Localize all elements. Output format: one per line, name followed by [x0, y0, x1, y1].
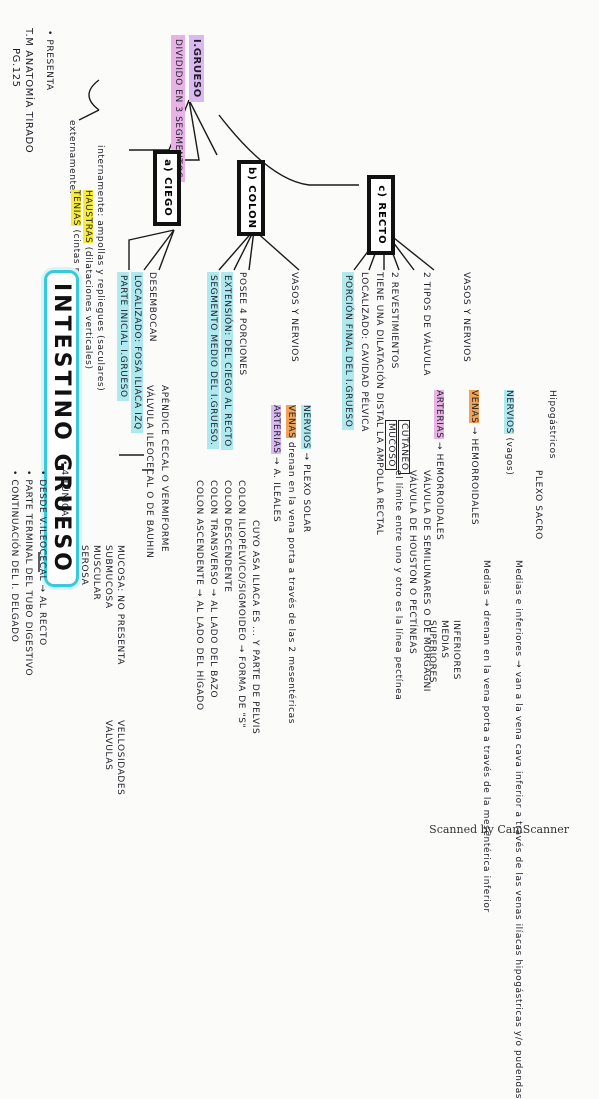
ciego-desembocan-2: APÉNDICE CECAL O VERMIFORME [159, 385, 169, 553]
colon-vasos: VASOS Y NERVIOS [289, 272, 299, 363]
colon-porcion-2: COLON TRANSVERSO → AL LADO DEL BAZO [208, 480, 218, 699]
recto-arterias-sub-1: SUPERIORES [427, 620, 437, 684]
ciego-desembocan-1: VÁLVULA ILEOCECAL O DE BAUHIN [144, 385, 154, 559]
recto-revest-desc: el límite entre uno y otro es la línea p… [393, 470, 403, 701]
colon-arterias: ARTERIAS [271, 405, 281, 454]
recto-venas-desc: HEMORROIDALES [469, 438, 479, 526]
colon-venas-desc: drenan en la vena porta a través de las … [286, 441, 296, 725]
tunica-1: SEROSA [79, 545, 89, 586]
internamente-label: internamente: ampollas y repliegues (sac… [95, 145, 105, 392]
recto-line-2: LOCALIZADO: CAVIDAD PÉLVICA [359, 272, 369, 432]
recto-line-5: 2 TIPOS DE VÁLVULA [421, 272, 431, 376]
recto-venas-row: VENAS → HEMORROIDALES [469, 390, 479, 526]
colon-nervios-desc: PLEXO SOLAR [301, 464, 311, 533]
colon-arterias-row: ARTERIAS → A. ILEALES [271, 405, 281, 523]
continuacion-2: • PARTE TERMINAL DEL TUBO DIGESTIVO [23, 470, 33, 677]
recto-nervios-row: NERVIOS (vagos) [504, 390, 514, 475]
haustras-desc: (dilataciones verticales) [83, 246, 93, 370]
division-heading: I.GRUESO [189, 35, 204, 102]
recto-arterias-desc: HEMORROIDALES [434, 453, 444, 541]
segment-ciego: a) CIEGO [153, 150, 181, 226]
recto-arterias: ARTERIAS [434, 390, 444, 439]
mucosa-no-1: VÁLVULAS [103, 720, 113, 771]
ciego-line-3: DESEMBOCAN [147, 272, 157, 343]
recto-venas: VENAS [469, 390, 479, 424]
colon-venas-row: VENAS drenan en la vena porta a través d… [286, 405, 296, 724]
colon-venas: VENAS [286, 405, 296, 439]
page-number: PG.125 [10, 48, 21, 88]
continuacion-3: • DESDE V.ILEOCECAL → AL RECTO [37, 470, 47, 646]
tunica-3: SUBMUCOSA [103, 545, 113, 609]
continuacion-1: • CONTINUACIÓN DEL I. DELGADO [9, 470, 19, 643]
recto-nervios-desc: (vagos) [504, 437, 514, 476]
colon-porcion-4: COLON ILIOPÉLVICO/SIGMOIDEO → FORMA DE "… [236, 480, 246, 729]
segment-colon: b) COLON [237, 160, 265, 236]
ciego-line-1: PARTE INICIAL I.GRUESO [117, 272, 129, 401]
recto-revest-1: MUCOSO [385, 420, 397, 471]
ciego-line-2: LOCALIZADO: FOSA ILIACA IZQ [131, 272, 143, 433]
haustras-label: HAUSTRAS [83, 190, 93, 244]
colon-porcion-1: COLON ASCENDENTE → AL LADO DEL HÍGADO [194, 480, 204, 711]
tenias-label: TENIAS [71, 190, 81, 227]
colon-nervios-row: NERVIOS → PLEXO SOLAR [301, 405, 311, 533]
mucosa-no-2: VELLOSIDADES [115, 720, 125, 796]
recto-valvula-1: VÁLVULA DE HOUSTON O PECTÍNEAS [407, 470, 417, 655]
notes-page: T.M ANATOMÍA TIRADO PG.125 I.GRUESO DIVI… [9, 28, 569, 1099]
haustras-row: HAUSTRAS (dilataciones verticales) [83, 190, 93, 370]
externamente-label: externamente: [67, 120, 77, 195]
recto-arterias-row: ARTERIAS → HEMORROIDALES [434, 390, 444, 541]
segment-recto: c) RECTO [367, 175, 395, 255]
recto-nervios-sub: Hipogástricos [547, 390, 557, 460]
colon-line-2: EXTENSIÓN: DEL CIEGO AL RECTO [221, 272, 233, 450]
colon-line-3: POSEE 4 PORCIONES [237, 272, 247, 376]
tunica-2: MUSCULAR [91, 545, 101, 601]
recto-line-3: TIENE UNA DILATACIÓN DISTAL LA AMPOLLA R… [374, 272, 384, 536]
recto-venas-sub-a: Medias → drenan en la vena porta a travé… [481, 560, 491, 913]
colon-porcion-3: COLON DESCENDENTE [222, 480, 232, 593]
rotated-mindmap: T.M ANATOMÍA TIRADO PG.125 I.GRUESO DIVI… [9, 28, 557, 1099]
recto-line-1: PORCIÓN FINAL DEL I.GRUESO [342, 272, 354, 431]
recto-revest-2: CUTÁNEO [398, 420, 410, 474]
recto-nervios: NERVIOS [504, 390, 514, 434]
colon-porcion-5: CUYO ASA ILIACA ES ... Y PARTE DE PELVIS [250, 520, 260, 735]
page-title: INTESTINO GRUESO [44, 270, 79, 587]
colon-arterias-desc: A. ILEALES [271, 468, 281, 523]
tunicas-label: • 4 TÚNICAS [59, 460, 69, 523]
recto-line-4: 2 REVESTIMIENTOS [389, 272, 399, 369]
colon-line-1: SEGMENTO MEDIO DEL I.GRUESO. [207, 272, 219, 449]
recto-arterias-sub-2: MEDIAS [439, 620, 449, 659]
colon-nervios: NERVIOS [301, 405, 311, 449]
scanner-footer: Scanned by CamScanner [429, 823, 569, 836]
tunica-4: MUCOSA: NO PRESENTA [115, 545, 125, 666]
author-label: T.M ANATOMÍA TIRADO [23, 28, 34, 154]
recto-nervios-plexo: PLEXO SACRO [533, 470, 543, 540]
presenta-label: • PRESENTA [44, 30, 54, 91]
recto-arterias-sub-3: INFERIORES [451, 620, 461, 680]
recto-vasos: VASOS Y NERVIOS [461, 272, 471, 363]
